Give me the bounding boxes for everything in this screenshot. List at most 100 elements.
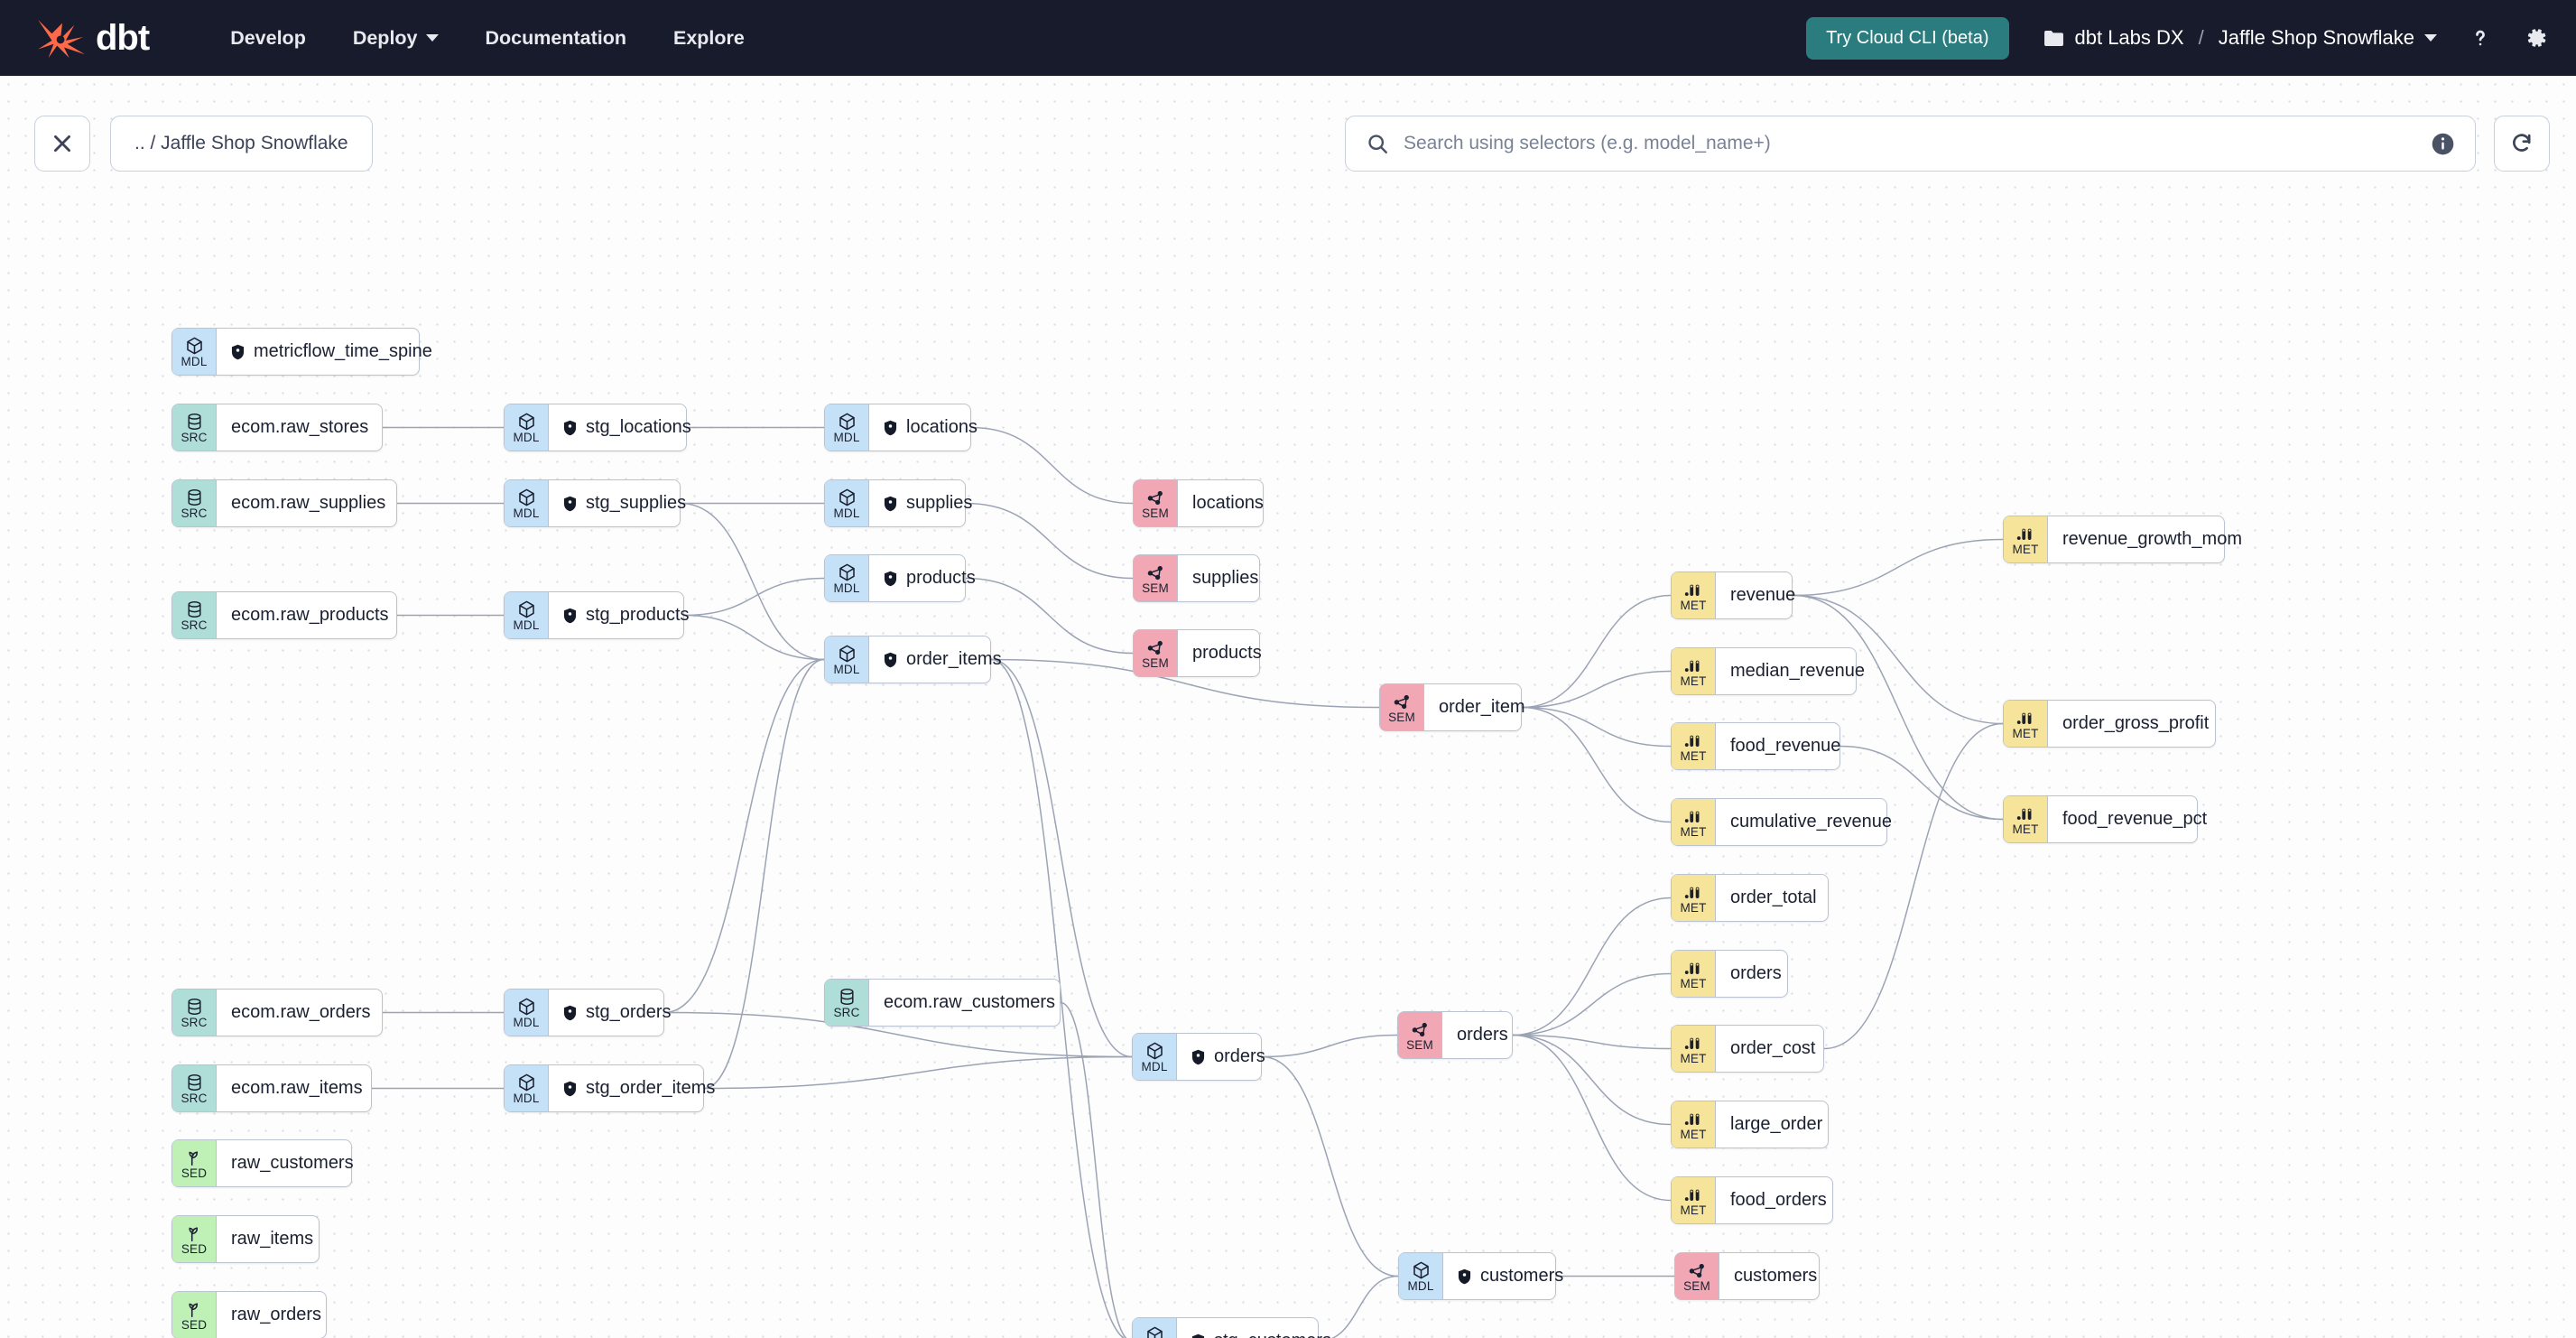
graph-toolbar: .. / Jaffle Shop Snowflake Search using … [0, 76, 2576, 172]
node-type-badge-mdl: MDL [825, 636, 869, 683]
nav-item-develop[interactable]: Develop [230, 27, 306, 50]
lineage-edge [1512, 1034, 1672, 1126]
lineage-edge [1521, 594, 1672, 709]
node-type-badge-sem: SEM [1134, 555, 1178, 601]
mdl-icon [516, 997, 537, 1017]
node-label: products [1192, 643, 1262, 663]
try-cloud-cli-button[interactable]: Try Cloud CLI (beta) [1806, 16, 2009, 60]
help-icon[interactable] [2468, 25, 2493, 51]
node-type-badge-mdl: MDL [505, 1065, 549, 1111]
nav-item-documentation[interactable]: Documentation [486, 27, 626, 50]
node-label: metricflow_time_spine [217, 329, 448, 375]
src-icon [185, 412, 204, 432]
node-type-badge-mdl: MDL [1133, 1034, 1177, 1080]
lineage-node-sem_locations[interactable]: SEM locations [1133, 479, 1264, 527]
gear-icon[interactable] [2524, 25, 2549, 51]
lineage-node-met_order_cost[interactable]: MET order_cost [1671, 1025, 1824, 1073]
sed-icon [184, 1223, 204, 1243]
chevron-down-icon [425, 34, 439, 42]
sem-icon [1145, 488, 1165, 507]
lineage-edge [1261, 1034, 1398, 1058]
node-label: stg_order_items [549, 1065, 730, 1111]
mdl-icon [516, 1073, 537, 1092]
lineage-edges [372, 426, 2004, 1338]
src-icon [185, 488, 204, 507]
search-input[interactable]: Search using selectors (e.g. model_name+… [1345, 116, 2476, 172]
node-type-badge-mdl: MDL [505, 592, 549, 638]
node-type-badge-mdl: MDL [825, 555, 869, 601]
mdl-icon [1144, 1325, 1165, 1338]
node-type-badge-src: SRC [172, 404, 217, 451]
node-type-badge-mdl: MDL [505, 480, 549, 526]
node-label: ecom.raw_stores [231, 417, 369, 437]
shield-icon [1191, 1049, 1205, 1064]
node-label: supplies [869, 480, 987, 526]
node-type-badge-met: MET [1672, 1026, 1716, 1072]
node-label: stg_supplies [549, 480, 701, 526]
node-type-badge-sed: SED [172, 1140, 217, 1186]
node-label: locations [1192, 493, 1264, 513]
search-icon [1368, 135, 1387, 153]
node-type-badge-src: SRC [172, 1065, 217, 1111]
mdl-icon [516, 599, 537, 619]
info-icon[interactable] [2431, 132, 2455, 156]
lineage-node-src_raw_stores[interactable]: SRC ecom.raw_stores [171, 404, 383, 451]
nav-item-deploy[interactable]: Deploy [353, 27, 439, 50]
node-label: order_cost [1730, 1038, 1816, 1058]
project-selector[interactable]: Jaffle Shop Snowflake [2219, 26, 2437, 50]
shield-icon [884, 571, 897, 586]
node-label: stg_orders [549, 990, 687, 1036]
met-icon [1683, 806, 1703, 826]
nav-develop-label: Develop [230, 26, 306, 49]
dbt-logo[interactable]: dbt [34, 16, 150, 60]
close-button[interactable] [34, 116, 90, 172]
nav-item-explore[interactable]: Explore [673, 27, 745, 50]
breadcrumb-button[interactable]: .. / Jaffle Shop Snowflake [110, 116, 373, 172]
lineage-edge [1792, 538, 2004, 597]
node-type-badge-sem: SEM [1134, 480, 1178, 526]
lineage-edge [663, 658, 825, 1014]
refresh-button[interactable] [2494, 116, 2550, 172]
lineage-edge [683, 614, 825, 661]
lineage-edge [990, 658, 1380, 709]
lineage-edge [1261, 1055, 1399, 1278]
